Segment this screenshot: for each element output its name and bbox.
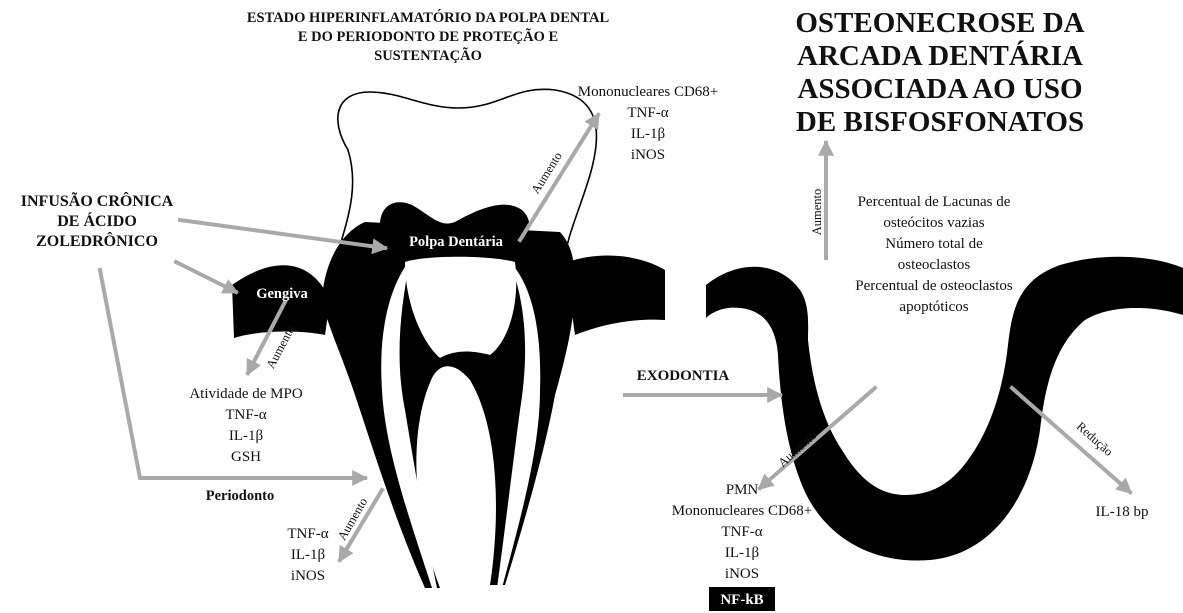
periodontium-markers: TNF-α IL-1β iNOS — [287, 526, 328, 584]
main-title: OSTEONECROSE DA ARCADA DENTÁRIA ASSOCIAD… — [795, 7, 1084, 138]
top-heading-line-2: E DO PERIODONTO DE PROTEÇÃO E — [298, 27, 558, 45]
top-heading-line-1: ESTADO HIPERINFLAMATÓRIO DA POLPA DENTAL — [247, 9, 610, 26]
gingiva-right-shape — [565, 256, 665, 335]
top-heading-line-3: SUSTENTAÇÃO — [374, 46, 482, 64]
pulp-marker-3: IL-1β — [631, 126, 665, 142]
gingiva-marker-4: GSH — [231, 449, 261, 465]
top-heading: ESTADO HIPERINFLAMATÓRIO DA POLPA DENTAL… — [247, 9, 610, 64]
osteocyte-markers: Percentual de Lacunas de osteócitos vazi… — [855, 194, 1013, 315]
osteocyte-marker-1: Percentual de Lacunas de — [858, 194, 1011, 210]
main-title-line-3: ASSOCIADA AO USO — [797, 73, 1082, 105]
socket-marker-3: TNF-α — [721, 524, 762, 540]
gingiva-marker-2: TNF-α — [225, 407, 266, 423]
osteocyte-marker-2: osteócitos vazias — [883, 215, 984, 231]
socket-marker-4: IL-1β — [725, 545, 759, 561]
periodontium-marker-2: IL-1β — [291, 547, 325, 563]
socket-marker-2: Mononucleares CD68+ — [672, 503, 813, 519]
tooth-illustration — [232, 89, 665, 588]
main-title-line-2: ARCADA DENTÁRIA — [797, 39, 1083, 72]
nfkb-label: NF-kB — [720, 592, 763, 608]
pulp-marker-2: TNF-α — [627, 105, 668, 121]
osteocyte-marker-4: osteoclastos — [898, 257, 971, 273]
il18-label: IL-18 bp — [1096, 504, 1149, 520]
osteocyte-marker-5: Percentual de osteoclastos — [855, 278, 1013, 294]
socket-decrease-label: Redução — [1074, 419, 1116, 459]
socket-markers: PMN Mononucleares CD68+ TNF-α IL-1β iNOS — [672, 482, 813, 582]
periodontium-label: Periodonto — [206, 488, 274, 504]
arrow-infusion-to-gingiva — [176, 262, 236, 292]
gingiva-label: Gengiva — [256, 286, 308, 302]
exodontia-label: EXODONTIA — [637, 368, 730, 384]
gingiva-marker-3: IL-1β — [229, 428, 263, 444]
osteocyte-marker-3: Número total de — [885, 236, 983, 252]
main-title-line-1: OSTEONECROSE DA — [795, 7, 1084, 39]
pulp-marker-4: iNOS — [631, 147, 665, 163]
infusion-label: INFUSÃO CRÔNICA DE ÁCIDO ZOLEDRÔNICO — [21, 191, 174, 250]
gingiva-markers: Atividade de MPO TNF-α IL-1β GSH — [189, 386, 302, 465]
gingiva-marker-1: Atividade de MPO — [189, 386, 302, 402]
pulp-markers: Mononucleares CD68+ TNF-α IL-1β iNOS — [578, 84, 719, 163]
infusion-label-line-1: INFUSÃO CRÔNICA — [21, 191, 174, 210]
infusion-label-line-3: ZOLEDRÔNICO — [36, 231, 158, 250]
socket-marker-1: PMN — [726, 482, 759, 498]
osteocyte-marker-6: apoptóticos — [899, 299, 968, 315]
pulp-label: Polpa Dentária — [409, 234, 504, 250]
infusion-label-line-2: DE ÁCIDO — [57, 211, 137, 230]
main-title-line-4: DE BISFOSFONATOS — [796, 106, 1084, 138]
osteonecrosis-increase-label: Aumento — [810, 189, 824, 236]
periodontium-marker-1: TNF-α — [287, 526, 328, 542]
socket-inner-bone — [822, 318, 985, 467]
pulp-marker-1: Mononucleares CD68+ — [578, 84, 719, 100]
periodontium-marker-3: iNOS — [291, 568, 325, 584]
socket-marker-5: iNOS — [725, 566, 759, 582]
